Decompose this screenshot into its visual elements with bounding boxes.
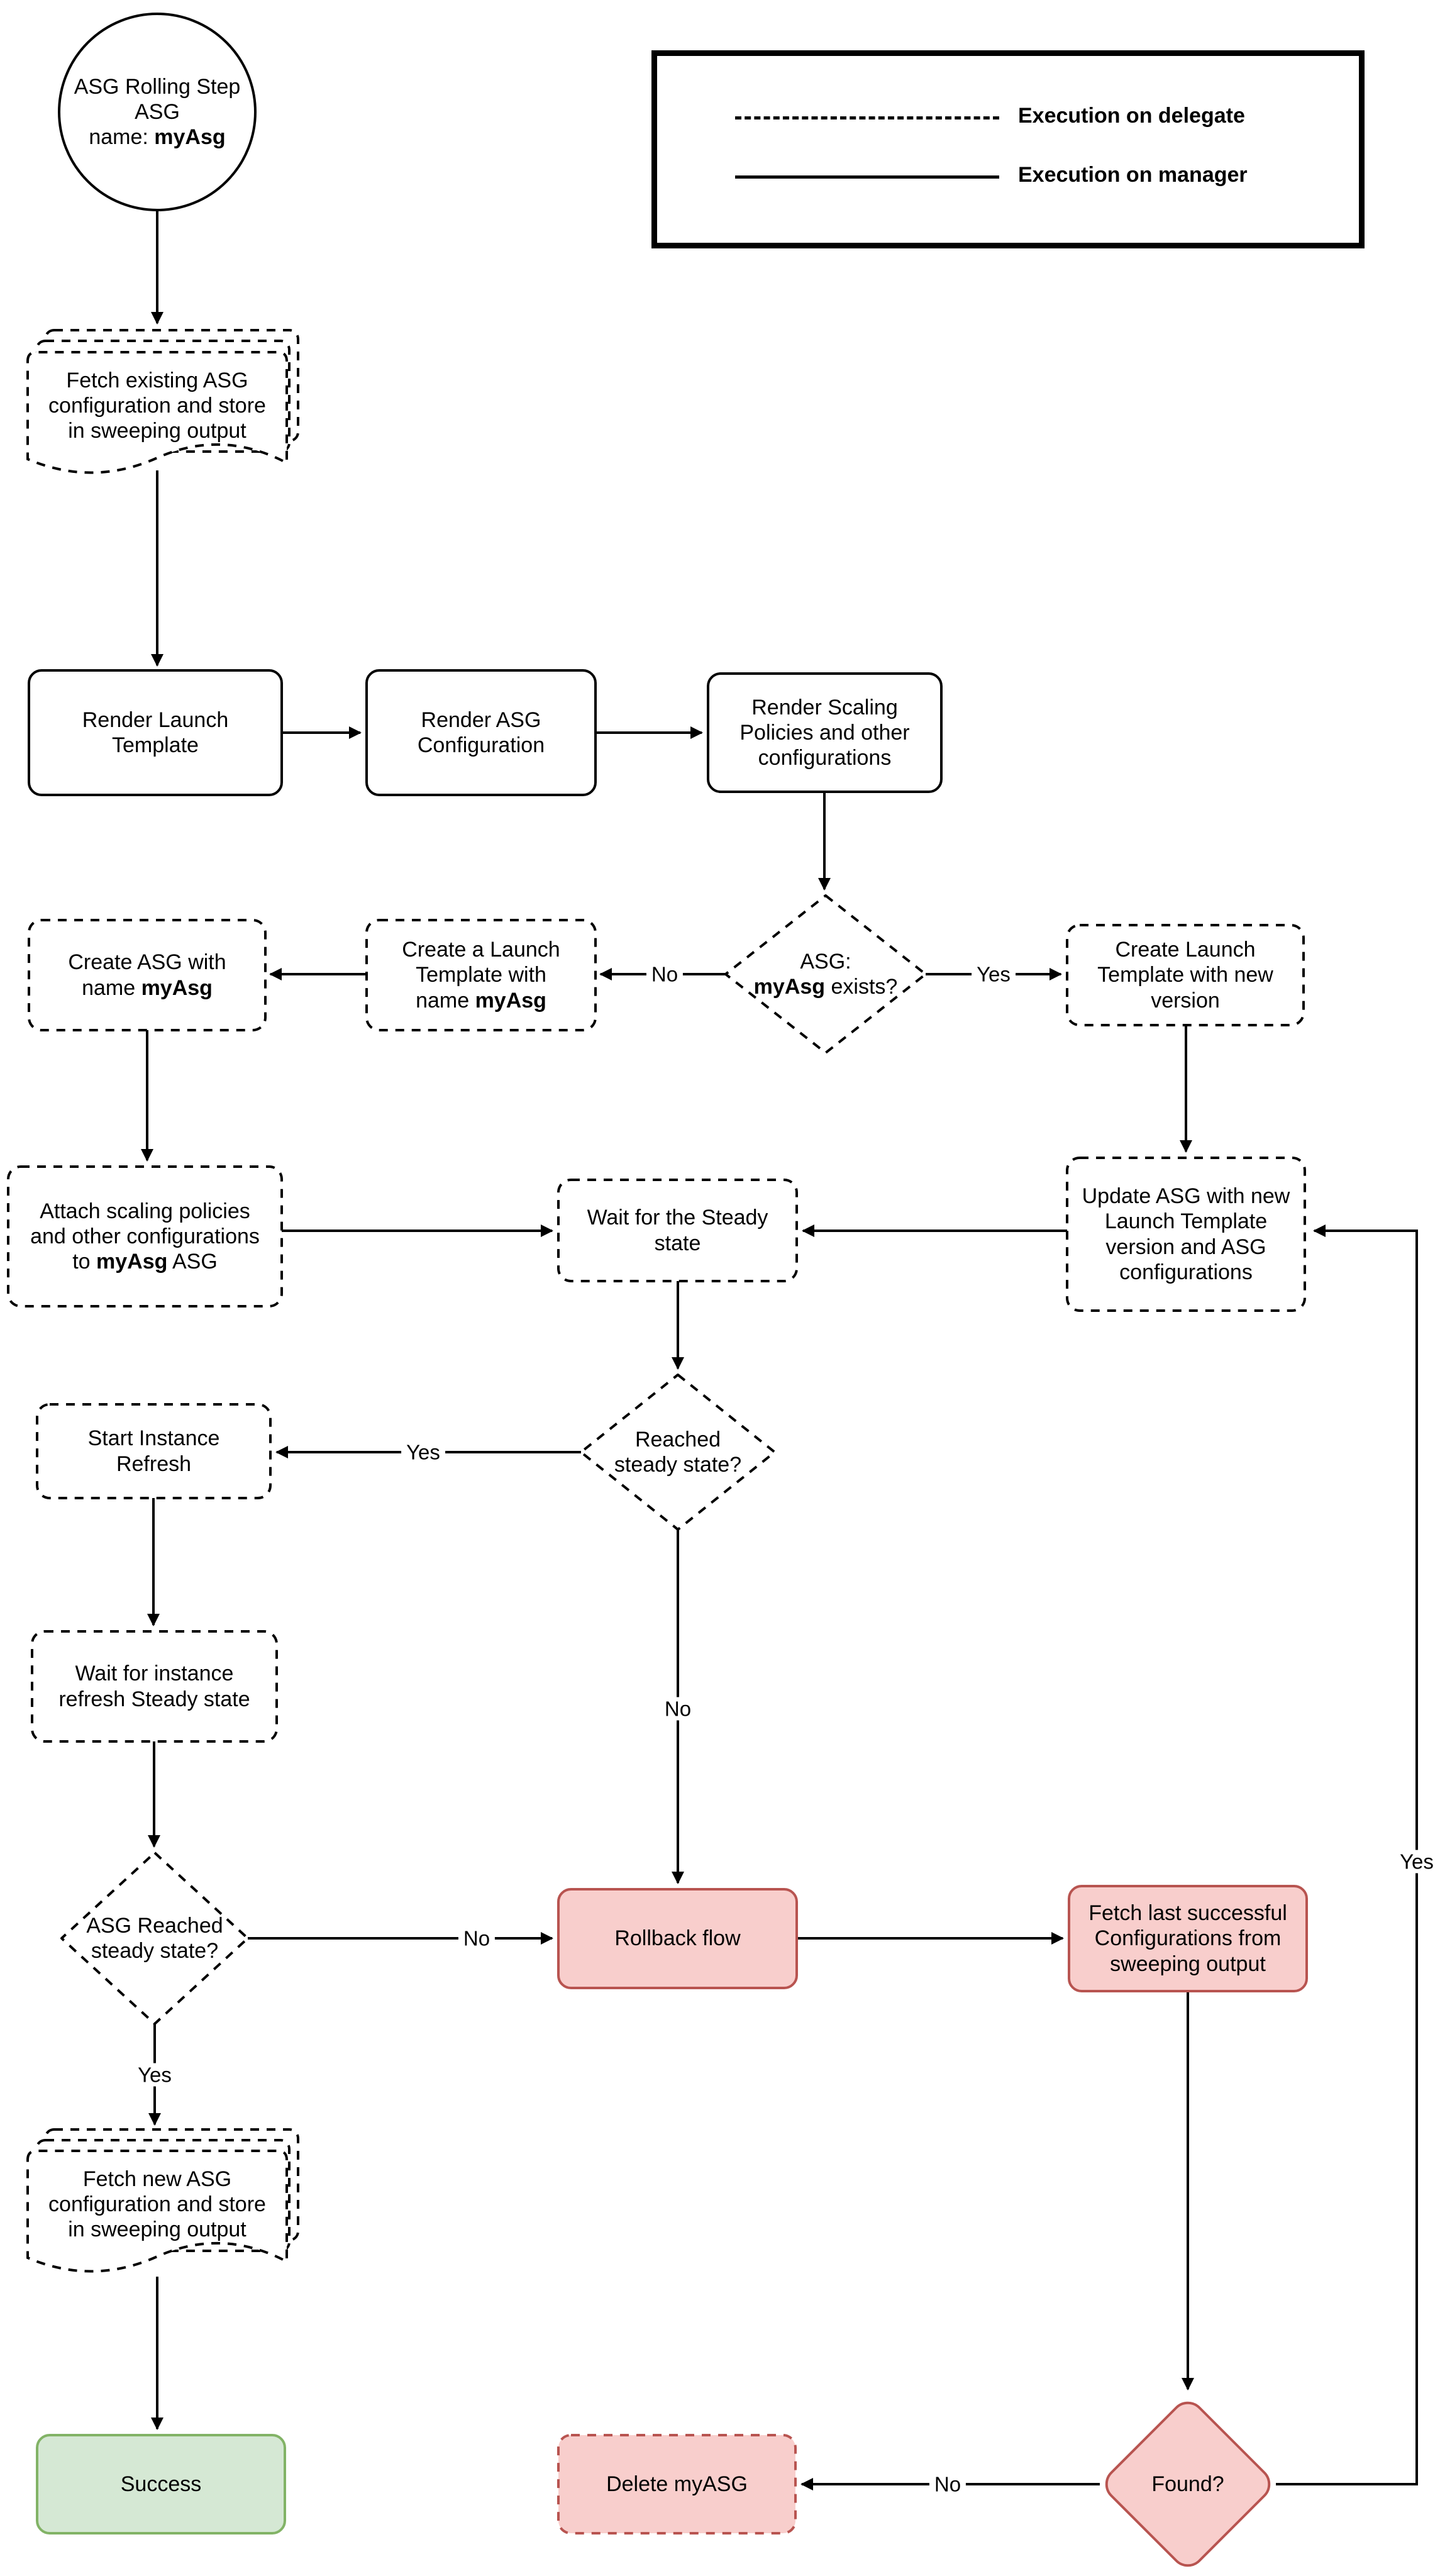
rollback-flow-shape bbox=[557, 1888, 798, 1989]
edge-label-asg-reached-no: No bbox=[458, 1926, 496, 1950]
fetch-existing-doc-shape bbox=[26, 329, 299, 474]
delete-myasg-shape bbox=[557, 2434, 797, 2534]
wait-instance-refresh-shape bbox=[31, 1630, 278, 1743]
edge-label-exists-no: No bbox=[646, 962, 684, 986]
edge-label-exists-yes: Yes bbox=[972, 962, 1016, 986]
render-launch-template-shape bbox=[28, 669, 283, 796]
found-decision-shape bbox=[1105, 2401, 1271, 2567]
edge-label-reached-no: No bbox=[659, 1697, 697, 1721]
create-launch-template-shape bbox=[365, 919, 597, 1031]
edge-label-asg-reached-yes: Yes bbox=[133, 2063, 177, 2087]
solid-line-sample bbox=[735, 175, 999, 179]
start-circle-shape bbox=[58, 13, 257, 211]
success-shape bbox=[36, 2434, 286, 2534]
fetch-last-successful-shape bbox=[1068, 1885, 1308, 1992]
update-asg-shape bbox=[1066, 1157, 1306, 1312]
reached-steady-decision-shape bbox=[580, 1374, 776, 1531]
legend-label-delegate: Execution on delegate bbox=[1018, 104, 1245, 128]
create-launch-template-new-version-shape bbox=[1066, 924, 1305, 1026]
render-scaling-policies-shape bbox=[707, 672, 943, 793]
start-instance-refresh-shape bbox=[36, 1403, 272, 1499]
wait-steady-state-shape bbox=[557, 1179, 798, 1282]
edge-label-reached-yes: Yes bbox=[401, 1440, 445, 1464]
render-asg-configuration-shape bbox=[365, 669, 597, 796]
asg-exists-decision-shape bbox=[724, 894, 927, 1054]
legend-label-manager: Execution on manager bbox=[1018, 163, 1248, 187]
attach-scaling-policies-shape bbox=[7, 1165, 283, 1307]
fetch-new-doc-shape bbox=[26, 2128, 299, 2273]
legend-box: Execution on delegate Execution on manag… bbox=[651, 50, 1365, 248]
asg-reached-steady-decision-shape bbox=[60, 1852, 249, 2025]
dashed-line-sample bbox=[735, 116, 999, 119]
create-asg-shape bbox=[28, 919, 267, 1031]
edge-label-found-yes: Yes bbox=[1395, 1850, 1439, 1874]
edge-label-found-no: No bbox=[929, 2472, 966, 2496]
